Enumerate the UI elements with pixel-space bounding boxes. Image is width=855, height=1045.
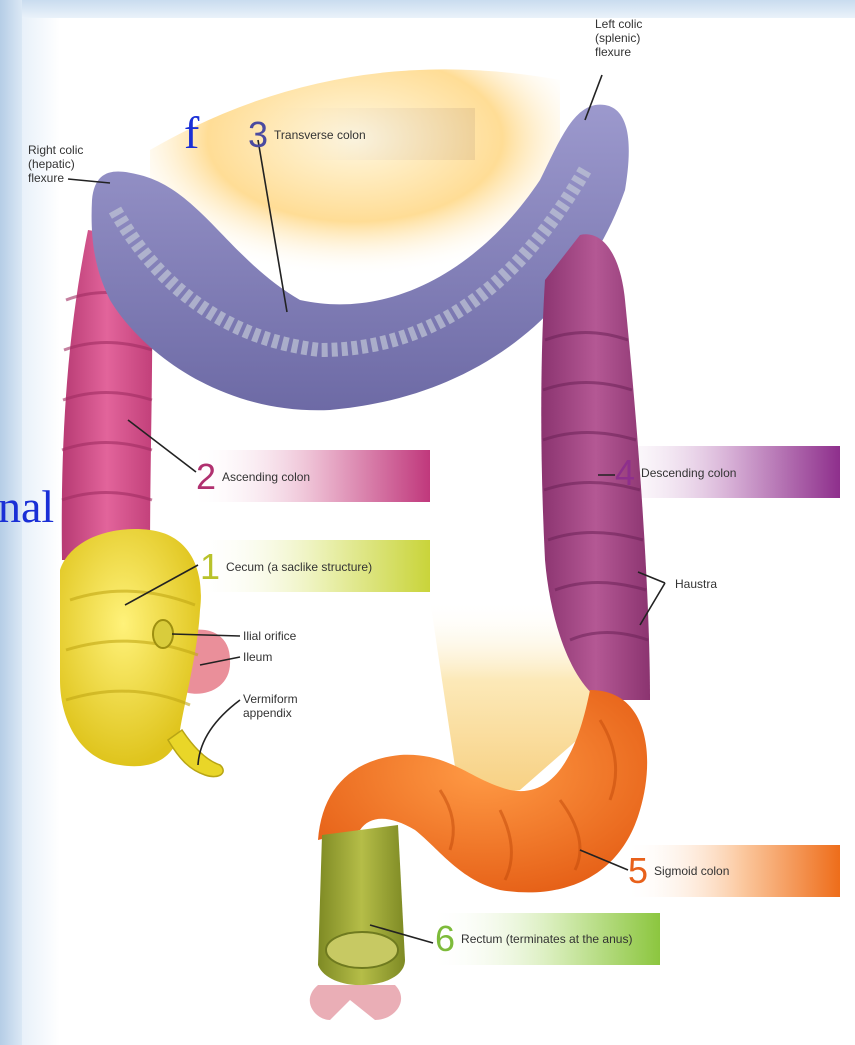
background-text-fragment-2: nal bbox=[0, 484, 54, 530]
number-1: 1 bbox=[200, 549, 220, 585]
anus-tissue bbox=[310, 985, 401, 1020]
rectum-opening bbox=[326, 932, 398, 968]
label-right-colic-flexure: Right colic (hepatic) flexure bbox=[28, 143, 83, 185]
number-3: 3 bbox=[248, 117, 268, 153]
label-haustra: Haustra bbox=[675, 577, 717, 591]
label-descending-colon: Descending colon bbox=[641, 466, 736, 480]
label-sigmoid-colon: Sigmoid colon bbox=[654, 864, 729, 878]
ilial-orifice bbox=[153, 620, 173, 648]
label-vermiform-appendix: Vermiform appendix bbox=[243, 692, 298, 720]
number-4: 4 bbox=[615, 455, 635, 491]
label-ilial-orifice: Ilial orifice bbox=[243, 629, 296, 643]
number-5: 5 bbox=[628, 853, 648, 889]
label-transverse-colon: Transverse colon bbox=[274, 128, 366, 142]
label-ascending-colon: Ascending colon bbox=[222, 470, 310, 484]
band-label-4: 4 Descending colon bbox=[615, 448, 736, 498]
number-6: 6 bbox=[435, 921, 455, 957]
band-label-2: 2 Ascending colon bbox=[196, 452, 310, 502]
label-left-colic-flexure: Left colic (splenic) flexure bbox=[595, 17, 642, 59]
band-label-3: 3 Transverse colon bbox=[248, 110, 366, 160]
label-rectum: Rectum (terminates at the anus) bbox=[461, 932, 632, 946]
band-label-6: 6 Rectum (terminates at the anus) bbox=[435, 914, 632, 964]
vermiform-appendix bbox=[168, 730, 223, 777]
number-2: 2 bbox=[196, 459, 216, 495]
band-label-5: 5 Sigmoid colon bbox=[628, 846, 729, 896]
band-label-1: 1 Cecum (a saclike structure) bbox=[200, 542, 372, 592]
label-cecum: Cecum (a saclike structure) bbox=[226, 560, 372, 574]
background-text-fragment-1: f bbox=[184, 110, 199, 156]
label-ileum: Ileum bbox=[243, 650, 272, 664]
